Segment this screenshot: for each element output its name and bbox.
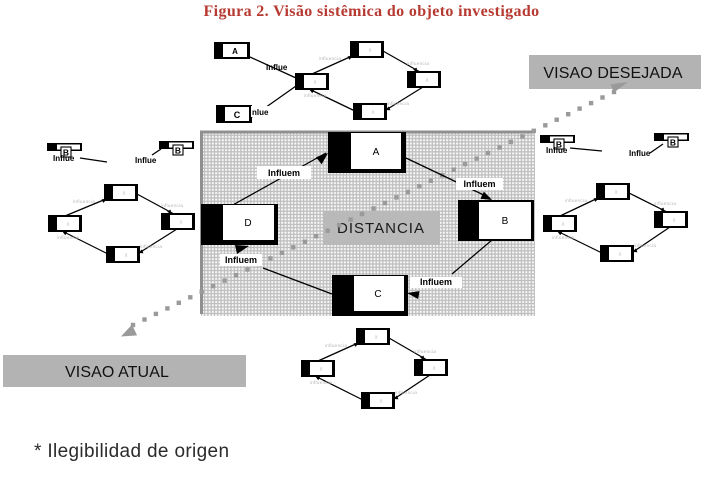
svg-text:a: a: [125, 253, 128, 259]
svg-text:Influem: Influem: [268, 168, 300, 178]
svg-text:Influe: Influe: [546, 146, 568, 155]
svg-text:influencia: influencia: [395, 390, 418, 395]
svg-text:Influe: Influe: [53, 154, 75, 163]
svg-text:influencia: influencia: [310, 380, 333, 385]
svg-text:influencia: influencia: [565, 198, 588, 203]
svg-text:a: a: [562, 222, 565, 228]
svg-text:B: B: [63, 148, 69, 158]
svg-text:C: C: [234, 110, 241, 120]
svg-text:influencia: influencia: [140, 244, 163, 249]
svg-text:influencia: influencia: [304, 93, 327, 98]
svg-text:a: a: [380, 399, 383, 405]
svg-text:a: a: [619, 252, 622, 258]
svg-text:a: a: [615, 190, 618, 196]
svg-text:influencia: influencia: [414, 349, 437, 354]
svg-text:influencia: influencia: [57, 235, 80, 240]
svg-text:influencia: influencia: [634, 243, 657, 248]
svg-text:VISAO DESEJADA: VISAO DESEJADA: [543, 65, 682, 82]
svg-text:influencia: influencia: [552, 235, 575, 240]
svg-text:DISTANCIA: DISTANCIA: [337, 220, 425, 237]
svg-text:a: a: [369, 48, 372, 54]
svg-text:a: a: [673, 218, 676, 224]
svg-text:VISAO ATUAL: VISAO ATUAL: [65, 364, 169, 381]
svg-text:C: C: [374, 289, 381, 300]
svg-text:nlue: nlue: [252, 108, 269, 117]
svg-text:Influe: Influe: [135, 156, 157, 165]
svg-text:Influem: Influem: [225, 255, 257, 265]
svg-text:influencia: influencia: [161, 203, 184, 208]
svg-text:A: A: [232, 47, 238, 56]
svg-text:influencia: influencia: [407, 61, 430, 66]
svg-text:a: a: [320, 367, 323, 373]
svg-text:B: B: [502, 216, 509, 227]
svg-text:a: a: [123, 191, 126, 197]
svg-text:a: a: [67, 222, 70, 228]
svg-text:B: B: [175, 146, 181, 156]
svg-text:influencia: influencia: [387, 101, 410, 106]
svg-text:D: D: [244, 218, 251, 229]
svg-text:Influe: Influe: [266, 63, 288, 72]
svg-text:a: a: [180, 220, 183, 226]
svg-text:a: a: [433, 366, 436, 372]
svg-text:a: a: [375, 335, 378, 341]
svg-text:Influem: Influem: [463, 179, 495, 189]
svg-text:influencia: influencia: [325, 343, 348, 348]
svg-text:a: a: [314, 80, 317, 86]
svg-text:influencia: influencia: [319, 56, 342, 61]
svg-text:Figura 2. Visão sistêmica do o: Figura 2. Visão sistêmica do objeto inve…: [204, 3, 540, 20]
svg-text:* Ilegibilidad de origen: * Ilegibilidad de origen: [34, 441, 229, 462]
svg-text:B: B: [556, 140, 562, 150]
svg-text:a: a: [372, 110, 375, 116]
svg-text:B: B: [670, 138, 676, 148]
svg-text:influencia: influencia: [73, 199, 96, 204]
svg-text:a: a: [426, 78, 429, 84]
svg-text:Influe: Influe: [629, 149, 651, 158]
svg-text:A: A: [373, 147, 380, 158]
svg-text:influencia: influencia: [654, 201, 677, 206]
svg-text:Influem: Influem: [420, 277, 452, 287]
